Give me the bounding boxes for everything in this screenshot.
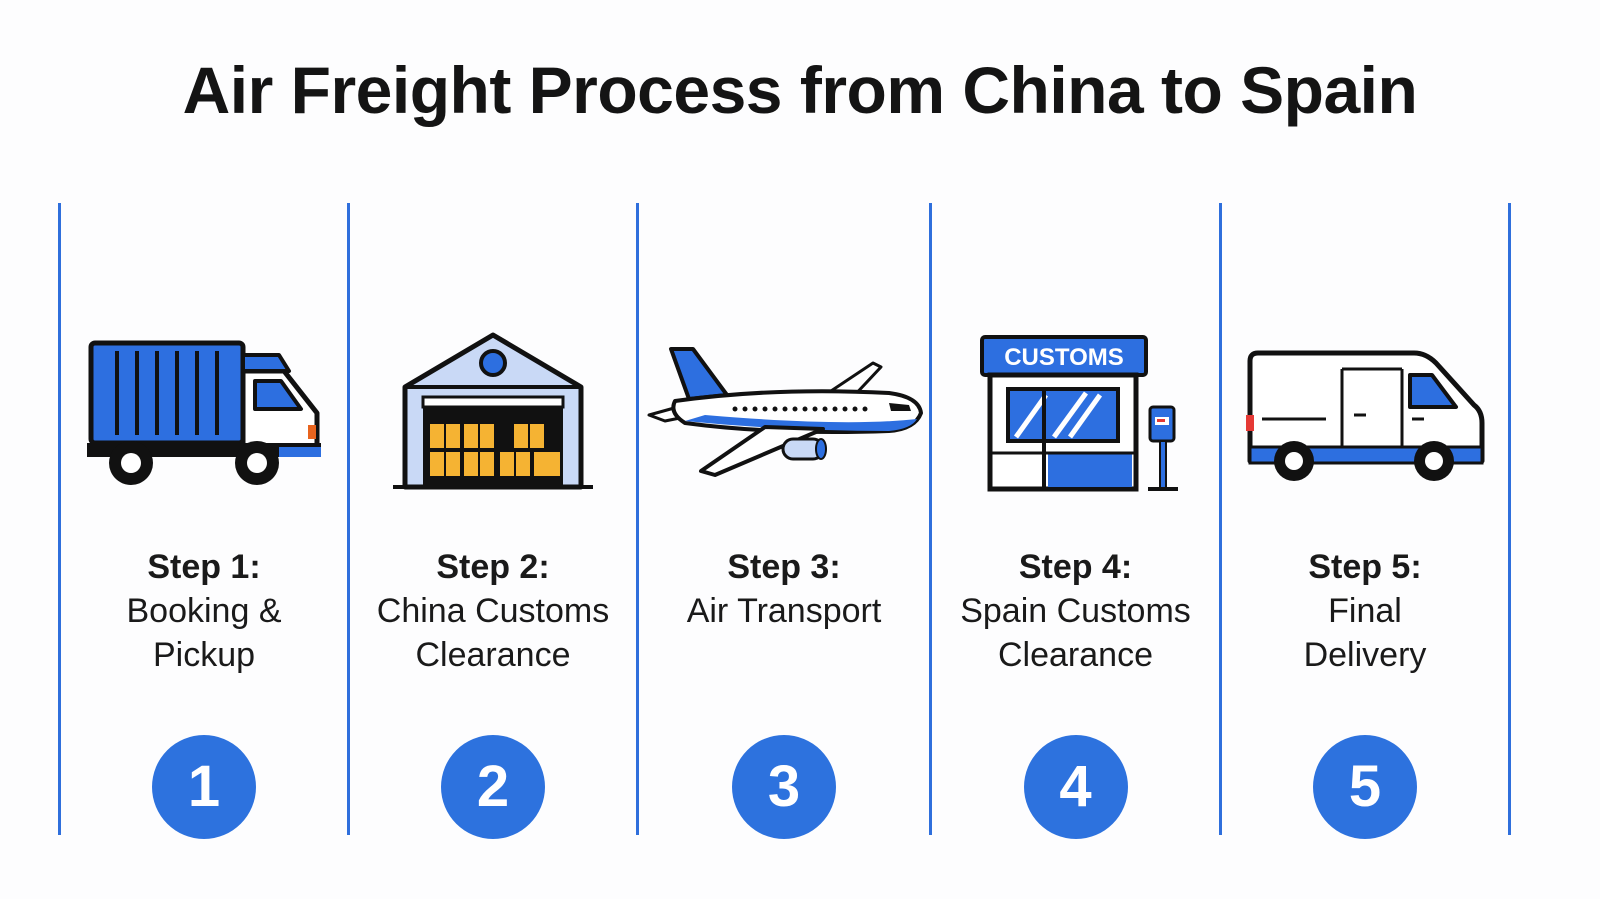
column-divider xyxy=(1219,203,1222,835)
step-2: Step 2: China Customs Clearance 2 xyxy=(350,203,636,839)
truck-icon xyxy=(79,331,329,491)
step-4: CUSTOMS Step 4: xyxy=(932,203,1219,839)
step-number-badge: 2 xyxy=(441,735,545,839)
step-number-badge: 4 xyxy=(1023,735,1128,839)
step-name: Booking & Pickup xyxy=(126,592,282,674)
step-label: Step 1: xyxy=(147,548,261,586)
column-divider xyxy=(929,203,932,835)
warehouse-icon xyxy=(391,331,595,491)
airplane-icon xyxy=(645,343,923,483)
step-label: Step 5: xyxy=(1308,548,1422,586)
step-name: China Customs Clearance xyxy=(376,592,610,674)
step-label: Step 3: xyxy=(727,548,841,586)
step-1: Step 1: Booking & Pickup 1 xyxy=(61,203,347,839)
customs-office-icon: CUSTOMS xyxy=(974,333,1178,493)
column-divider xyxy=(347,203,350,835)
column-divider xyxy=(636,203,639,835)
column-divider xyxy=(58,203,61,835)
step-number-badge: 3 xyxy=(732,735,836,839)
step-3: Step 3: Air Transport 3 xyxy=(639,203,929,839)
page-title: Air Freight Process from China to Spain xyxy=(182,53,1418,127)
step-label: Step 4: xyxy=(1018,548,1133,586)
step-number-badge: 1 xyxy=(152,735,256,839)
step-name: Final Delivery xyxy=(1303,592,1427,674)
delivery-van-icon xyxy=(1242,349,1488,489)
step-number-badge: 5 xyxy=(1313,735,1417,839)
step-5: Step 5: Final Delivery 5 xyxy=(1222,203,1508,839)
step-name: Air Transport xyxy=(686,592,882,630)
step-label: Step 2: xyxy=(436,548,550,586)
column-divider xyxy=(1508,203,1511,835)
step-name: Spain Customs Clearance xyxy=(960,592,1191,674)
customs-sign-text: CUSTOMS xyxy=(1004,344,1124,371)
